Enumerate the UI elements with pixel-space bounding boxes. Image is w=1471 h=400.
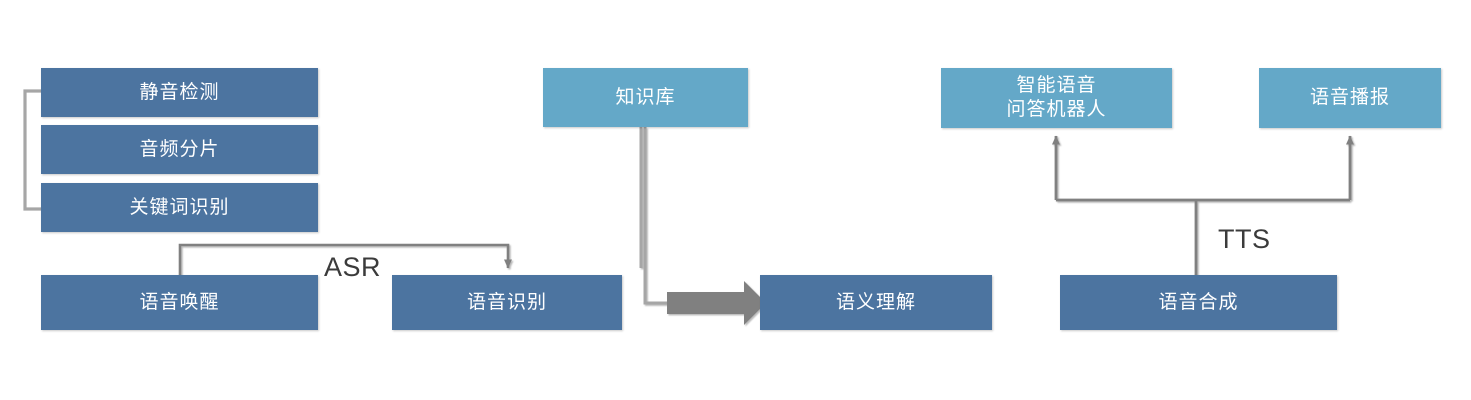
node-keyword-spotting[interactable]: 关键词识别 [41, 183, 318, 232]
node-speech-recognition[interactable]: 语音识别 [392, 275, 622, 330]
node-label: 语义理解 [835, 291, 916, 313]
node-speech-synthesis[interactable]: 语音合成 [1060, 275, 1337, 330]
node-label: 静音检测 [139, 81, 220, 103]
edge-kb-to-nlu [639, 127, 766, 325]
node-qa-robot[interactable]: 智能语音 问答机器人 [941, 68, 1172, 128]
node-label: 智能语音 问答机器人 [1006, 75, 1107, 120]
node-label: 语音合成 [1158, 291, 1239, 313]
edge-label-tts: TTS [1218, 224, 1271, 254]
node-voice-wakeup[interactable]: 语音唤醒 [41, 275, 318, 330]
node-label: 关键词识别 [129, 196, 230, 218]
node-label: 语音唤醒 [139, 291, 220, 313]
node-voice-broadcast[interactable]: 语音播报 [1259, 68, 1441, 128]
node-semantic-understanding[interactable]: 语义理解 [760, 275, 992, 330]
group-bracket [23, 89, 42, 211]
node-label: 语音识别 [466, 291, 547, 313]
node-label: 语音播报 [1309, 87, 1390, 109]
node-silence-detection[interactable]: 静音检测 [41, 68, 318, 117]
node-label: 知识库 [615, 86, 676, 108]
node-knowledge-base[interactable]: 知识库 [543, 68, 748, 127]
node-audio-chunking[interactable]: 音频分片 [41, 125, 318, 174]
node-label: 音频分片 [139, 138, 220, 160]
edge-label-asr: ASR [324, 252, 382, 282]
edge-tts-fork [1052, 135, 1354, 275]
